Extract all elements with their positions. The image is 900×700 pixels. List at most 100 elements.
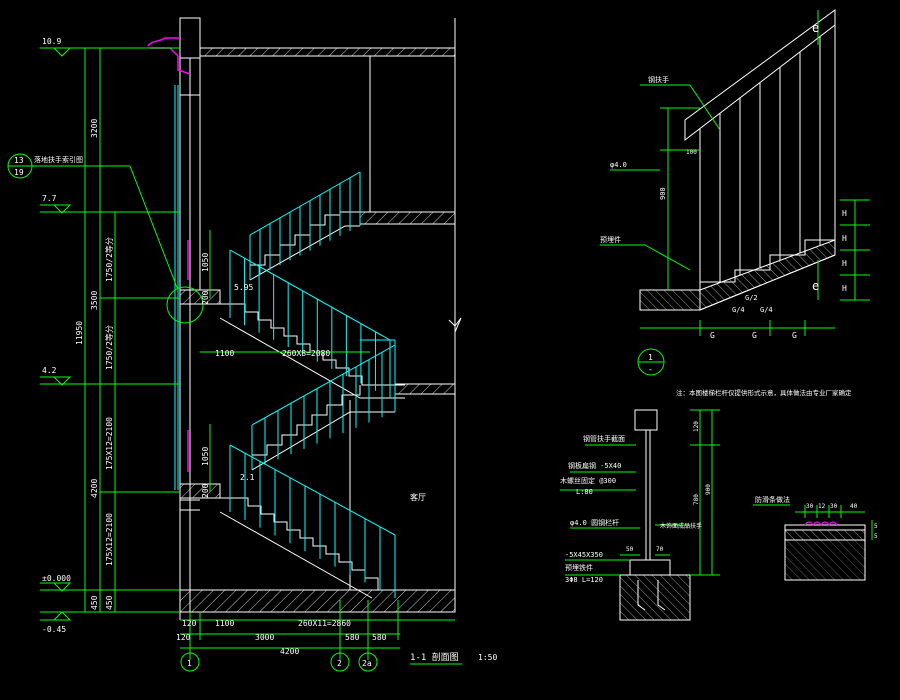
handrail-line [229,249,391,341]
landing-elev-5-95: 5.95 [234,283,253,292]
detail-callout-leader [7,153,204,324]
handrail-line [249,171,361,236]
detail1-structure [639,9,836,311]
axis-2a: 2a [362,659,372,668]
drawing-scale: 1:50 [478,653,497,662]
dim-b-1100: 1100 [215,619,234,628]
d3-dim-5a: 5 [874,523,878,530]
d2-label-1: 钢板扁钢 -5X40 [568,461,621,470]
d1-dim-h1: H [842,209,847,218]
detail3-dimensions [753,504,873,540]
wall-handrail [174,85,179,490]
section-structure [179,17,462,620]
dim-3500: 3500 [90,291,99,310]
d3-dim-30a: 30 [806,503,814,510]
d3-dim-12: 12 [818,503,826,510]
callout-top: 13 [14,156,24,165]
axis-2: 2 [337,659,342,668]
d3-label: 防滑条做法 [755,495,790,504]
general-note: 注：本图楼梯栏杆仅提供形式示意，具体做法由专业厂家确定 [676,388,852,397]
d1-dim-100: 100 [686,149,697,156]
elevation-4-2: 4.2 [42,366,57,375]
d1-dim-g2: G/2 [745,294,758,302]
room-label: 客厅 [410,492,426,502]
detail3-nosing [804,521,838,527]
detail1-dimensions [600,10,870,376]
d1-dim-g4b: G/4 [760,306,773,314]
d2-label-5: -5X45X350 [565,551,603,559]
d1-dim-g3: G [792,331,797,340]
stair-flights [219,211,405,599]
d2-label-2: 木螺丝固定 @300 [560,476,616,485]
callout-bottom: 19 [14,168,24,177]
dim-3200: 3200 [90,119,99,138]
dim-landing-upper: 200 [201,290,210,305]
elevation-0: ±0.000 [42,574,71,583]
dim-b-total: 4200 [280,647,299,656]
detail3-structure [784,524,866,581]
d2-label-8: 木饰面成品扶手 [660,522,702,530]
dim-inner-1: 1750/2等分 [104,237,114,282]
dim-b-120a: 120 [182,619,197,628]
d2-dim-900: 900 [705,484,712,495]
detail2-structure [600,409,691,621]
d1-note-rail: 钢扶手 [648,75,669,84]
d2-label-6: 预埋铁件 [565,563,593,572]
left-dimension-lines [40,47,211,621]
dim-1100-mid: 1100 [215,349,234,358]
d1-note-bar: φ4.0 [610,161,627,169]
landing-elev-2-1: 2.1 [240,473,255,482]
handrail-line [229,444,396,536]
d2-dim-70: 70 [656,546,664,553]
d1-note-embed: 预埋件 [600,235,621,244]
d1-dim-g2b: G [752,331,757,340]
dim-inner-2: 1750/2等分 [104,325,114,370]
dim-landing-lower: 200 [201,483,210,498]
d1-dim-900: 900 [659,187,667,200]
d1-dim-h3: H [842,259,847,268]
callout-label: 落地扶手索引图 [34,155,83,164]
elevation-7-7: 7.7 [42,194,57,203]
dim-b-2860: 260X11=2860 [298,619,351,628]
d3-dim-40: 40 [850,503,858,510]
d1-dim-g1: G [710,331,715,340]
d2-dim-50: 50 [626,546,634,553]
d1-callout-top: 1 [648,353,653,362]
dim-rail-lower: 1050 [201,447,210,466]
d2-dim-780: 780 [693,494,700,505]
dim-rail-upper: 1050 [201,253,210,272]
axis-1: 1 [187,659,192,668]
d1-dim-h2: H [842,234,847,243]
dim-total-height: 11950 [75,321,84,345]
dim-inner-3: 175X12=2100 [105,417,114,470]
dim-450-mid: 450 [90,595,99,610]
d2-label-4: φ4.0 圆钢栏杆 [570,518,619,527]
dim-b-580a: 580 [345,633,360,642]
dim-4200: 4200 [90,479,99,498]
bottom-dimension-lines [180,351,462,672]
d2-dim-120: 120 [693,421,700,432]
dim-2080: 260X8=2080 [282,349,330,358]
d1-callout-bottom: - [648,365,653,374]
dim-b-120b: 120 [176,633,191,642]
elevation-neg: -0.45 [42,625,66,634]
stair-railings [229,171,396,598]
d1-dim-g4a: G/4 [732,306,745,314]
dim-b-580b: 580 [372,633,387,642]
d1-label-bottom: e [812,279,819,293]
d3-dim-5b: 5 [874,533,878,540]
dim-inner-5: 450 [105,595,114,610]
d2-label-7: 3Φ8 L=120 [565,576,603,584]
detail2-dimensions [560,409,720,576]
drawing-title: 1-1 剖面图 [410,651,459,663]
d2-label-3: L:80 [576,488,593,496]
d1-dim-h4: H [842,284,847,293]
dim-b-3000: 3000 [255,633,274,642]
handrail-line [251,344,396,426]
detail1-balusters [699,36,821,290]
d3-dim-30b: 30 [830,503,838,510]
dim-inner-4: 175X12=2100 [105,513,114,566]
d2-label-0: 钢管扶手截面 [583,434,625,443]
d1-label-top: e [812,21,819,35]
